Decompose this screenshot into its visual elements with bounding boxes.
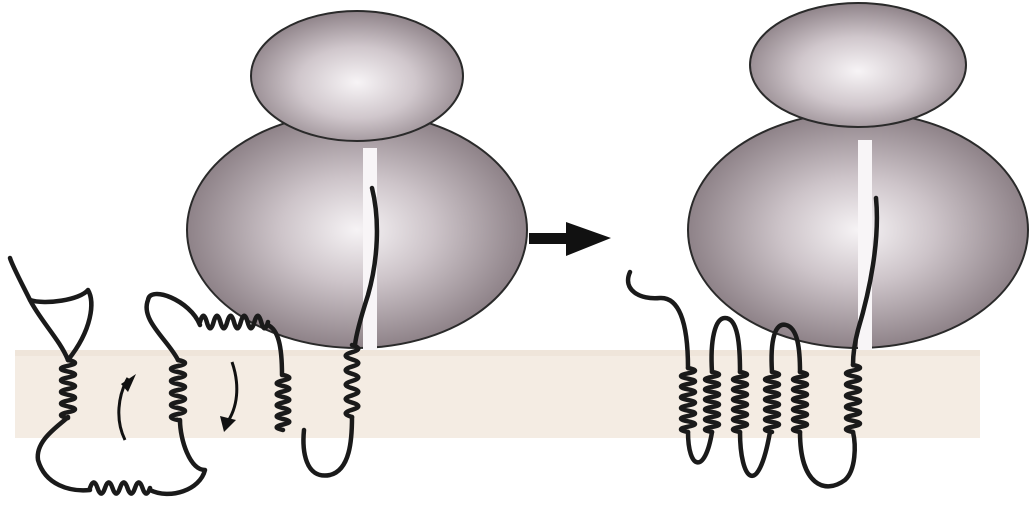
helix-r5 <box>793 372 807 432</box>
ribosome-small-subunit <box>750 3 966 127</box>
loop-bottom-2 <box>740 432 770 476</box>
membrane-band-shade <box>15 350 980 356</box>
membrane-band <box>15 350 980 438</box>
ribosome-large-subunit <box>187 112 527 348</box>
loop-bottom-3 <box>800 432 855 486</box>
ribosome-small-subunit <box>251 11 463 141</box>
helix-r1 <box>681 368 695 432</box>
right-arrow-icon <box>529 222 611 256</box>
helix-6 <box>90 482 150 493</box>
helix-r3 <box>733 372 747 432</box>
helix-r4 <box>765 372 779 432</box>
n-terminal-tail <box>10 258 68 360</box>
helix-r2 <box>705 372 719 432</box>
